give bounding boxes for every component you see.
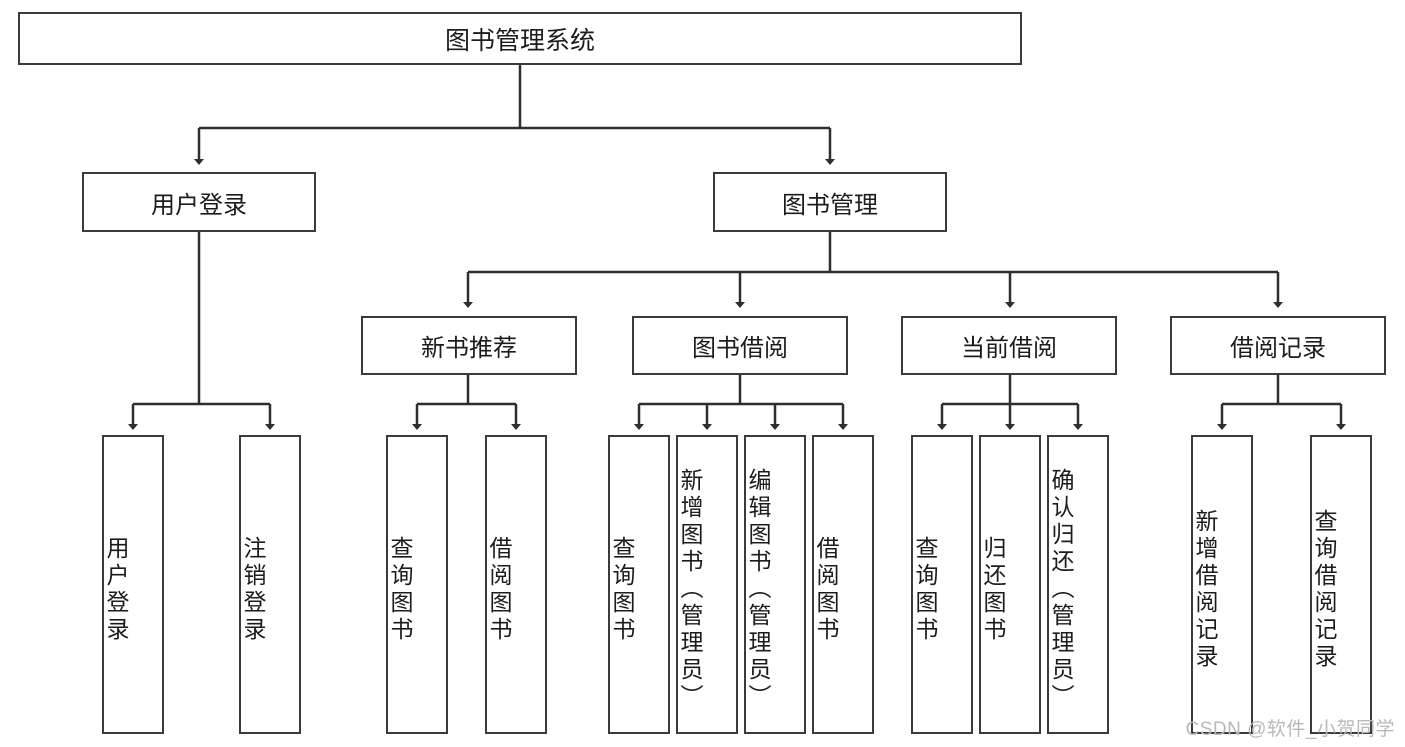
node-label: 注销登录 [240, 535, 266, 644]
node-current-borrow[interactable]: 当前借阅 [901, 316, 1117, 375]
node-label: 借阅记录 [1230, 335, 1326, 362]
node-user-login[interactable]: 用户登录 [82, 172, 316, 232]
leaf-book-borrow-add[interactable]: 新增图书（管理员） [676, 435, 738, 734]
node-label: 新增借阅记录 [1192, 508, 1218, 671]
leaf-current-borrow-confirm-return[interactable]: 确认归还（管理员） [1047, 435, 1109, 734]
leaf-book-borrow-query[interactable]: 查询图书 [608, 435, 670, 734]
node-label: 借阅图书 [813, 535, 839, 644]
leaf-current-borrow-return[interactable]: 归还图书 [979, 435, 1041, 734]
node-borrow-record[interactable]: 借阅记录 [1170, 316, 1386, 375]
node-label: 当前借阅 [961, 335, 1057, 362]
node-label: 新增图书（管理员） [677, 468, 703, 711]
leaf-book-borrow-borrow[interactable]: 借阅图书 [812, 435, 874, 734]
leaf-current-borrow-query[interactable]: 查询图书 [911, 435, 973, 734]
watermark-text: CSDN @软件_小贺同学 [1185, 719, 1395, 740]
node-label: 借阅图书 [486, 535, 512, 644]
node-label: 查询图书 [912, 535, 938, 644]
node-label: 新书推荐 [421, 335, 517, 362]
leaf-book-borrow-edit[interactable]: 编辑图书（管理员） [744, 435, 806, 734]
node-label: 图书借阅 [692, 335, 788, 362]
node-label: 查询借阅记录 [1311, 508, 1337, 671]
leaf-new-book-borrow[interactable]: 借阅图书 [485, 435, 547, 734]
leaf-borrow-record-query[interactable]: 查询借阅记录 [1310, 435, 1372, 734]
node-book-management[interactable]: 图书管理 [713, 172, 947, 232]
node-new-book-recommend[interactable]: 新书推荐 [361, 316, 577, 375]
node-label: 图书管理 [782, 191, 878, 219]
node-label: 查询图书 [609, 535, 635, 644]
node-label: 用户登录 [151, 191, 247, 219]
node-label: 图书管理系统 [444, 26, 595, 55]
node-book-borrow[interactable]: 图书借阅 [632, 316, 848, 375]
leaf-user-login-logout[interactable]: 注销登录 [239, 435, 301, 734]
node-label: 编辑图书（管理员） [745, 468, 771, 711]
node-label: 查询图书 [387, 535, 413, 644]
leaf-borrow-record-add[interactable]: 新增借阅记录 [1191, 435, 1253, 734]
leaf-user-login-login[interactable]: 用户登录 [102, 435, 164, 734]
node-label: 归还图书 [980, 535, 1006, 644]
node-label: 用户登录 [103, 535, 129, 644]
node-label: 确认归还（管理员） [1048, 468, 1074, 711]
leaf-new-book-query[interactable]: 查询图书 [386, 435, 448, 734]
node-root-system[interactable]: 图书管理系统 [18, 12, 1022, 65]
